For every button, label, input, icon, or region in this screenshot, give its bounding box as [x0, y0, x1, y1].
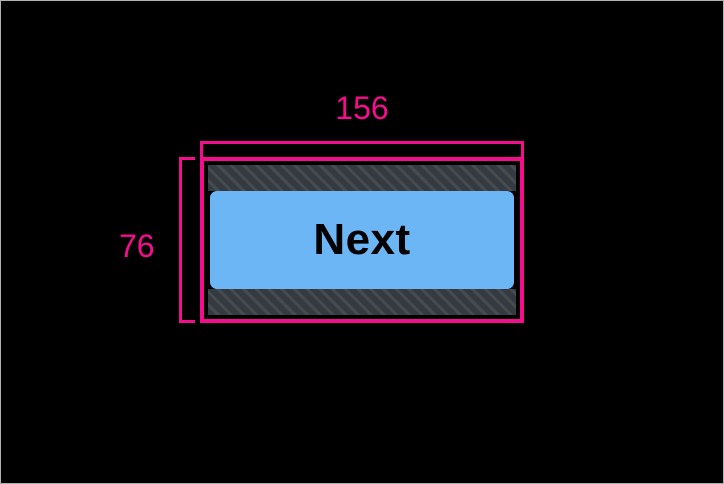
- element-content-stack: Next: [208, 165, 516, 315]
- highlighted-element-outline: Next: [200, 157, 524, 323]
- bottom-margin-hatch: [208, 289, 516, 315]
- next-button[interactable]: Next: [210, 191, 514, 289]
- width-dimension-bracket: [200, 141, 524, 157]
- height-dimension-label: 76: [119, 228, 155, 264]
- width-dimension-label: 156: [335, 90, 389, 126]
- top-margin-hatch: [208, 165, 516, 191]
- height-dimension-bracket: [179, 157, 195, 323]
